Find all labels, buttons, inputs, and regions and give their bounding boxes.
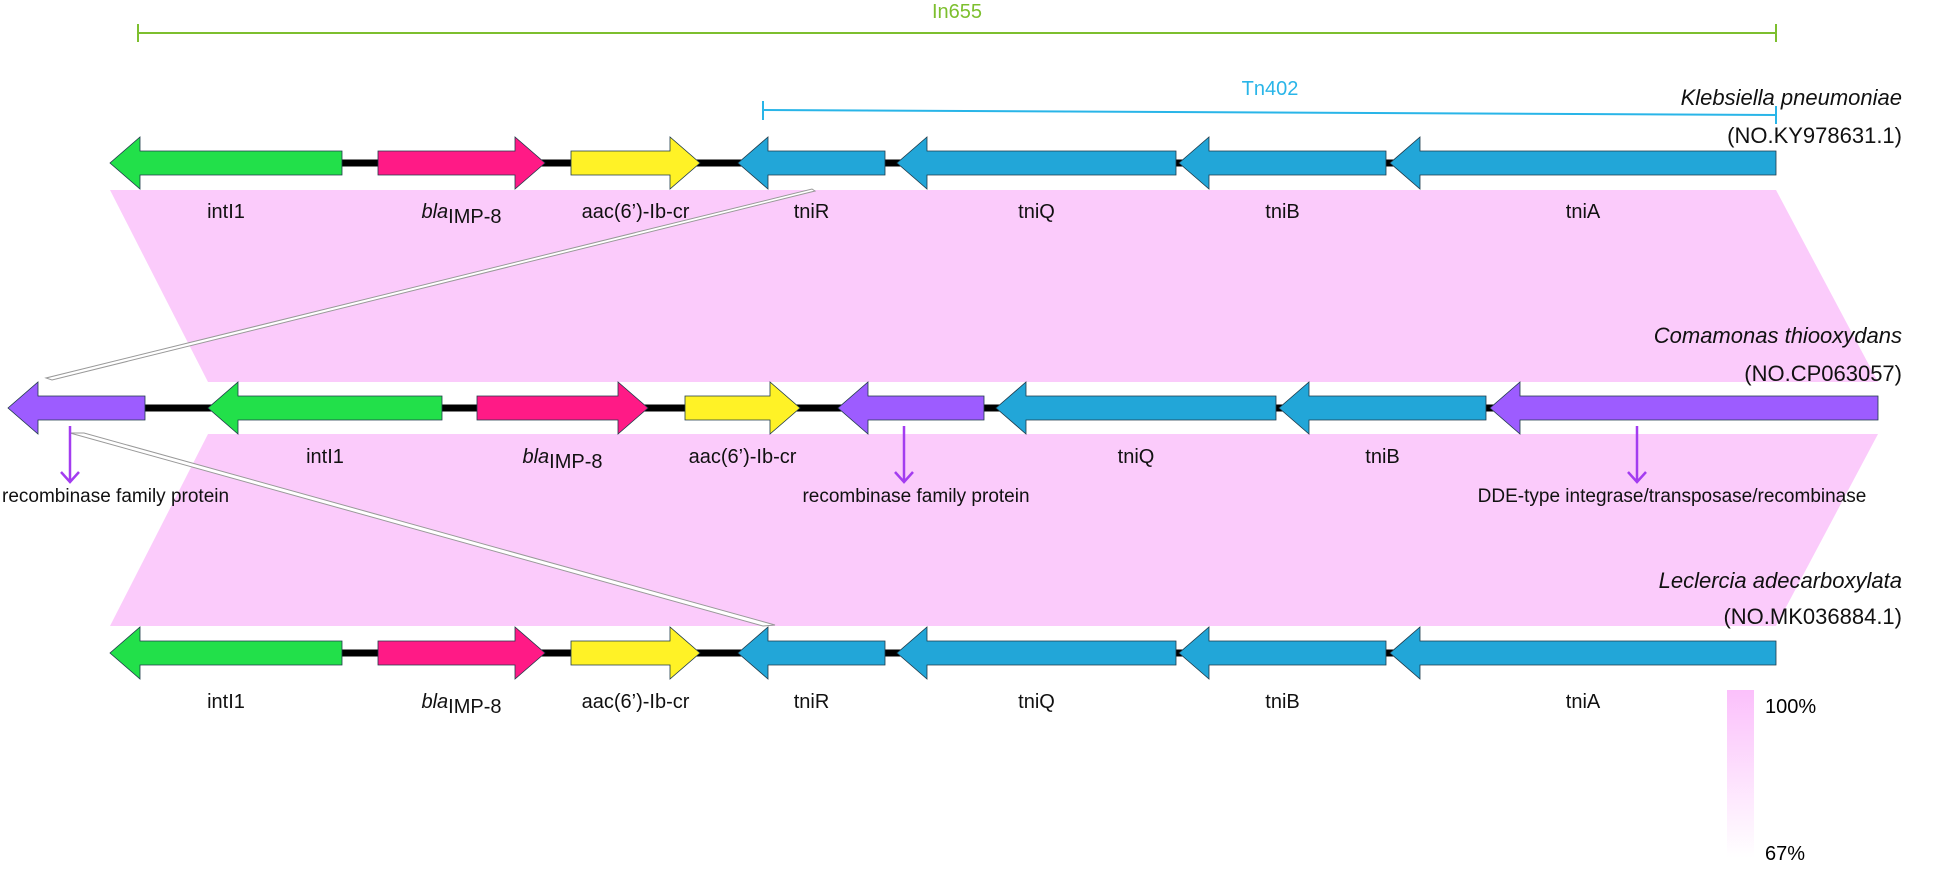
gene-arrow-dde-integrase <box>1489 381 1879 435</box>
gene-arrow-tnia <box>1389 136 1777 190</box>
gene-label: intI1 <box>207 691 245 713</box>
inversion-link-top <box>44 188 817 381</box>
transposon-bracket: Tn402 <box>762 78 1777 124</box>
accession-top: (NO.KY978631.1) <box>1727 123 1902 148</box>
gene-label: aac(6’)-Ib-cr <box>582 691 690 713</box>
gene-label: tniB <box>1365 446 1399 468</box>
gene-arrow-blaimp-8 <box>476 381 649 435</box>
gene-arrow-recombinase-1 <box>7 381 146 435</box>
gene-label: blaIMP-8 <box>421 201 501 228</box>
accession-bottom: (NO.MK036884.1) <box>1723 604 1902 629</box>
gene-arrow-tniq <box>896 626 1177 680</box>
gene-arrow-inti1 <box>109 136 343 190</box>
gene-arrow-tniq <box>995 381 1277 435</box>
annotation-pointer-head <box>1627 471 1647 484</box>
gene-arrow-blaimp-8 <box>377 626 546 680</box>
species-name-bottom: Leclercia adecarboxylata <box>1659 568 1902 593</box>
accession-middle: (NO.CP063057) <box>1744 361 1902 386</box>
track-comamonas: intI1 blaIMP-8 aac(6’)-Ib-cr tniQ tniB <box>7 381 1879 473</box>
identity-legend: 100% 67% <box>1727 690 1816 865</box>
gene-arrow-blaimp-8 <box>377 136 546 190</box>
gene-label: tniR <box>794 201 830 223</box>
gene-label: tniA <box>1566 201 1601 223</box>
track-leclercia: intI1 blaIMP-8 aac(6’)-Ib-cr tniR tniQ tniB tn… <box>109 626 1777 718</box>
transposon-label: Tn402 <box>1242 78 1299 100</box>
gene-label: aac(6’)-Ib-cr <box>689 446 797 468</box>
integron-bracket: In655 <box>137 1 1777 42</box>
gene-arrow-inti1 <box>207 381 443 435</box>
gene-label: tniB <box>1265 201 1299 223</box>
homology-block-top <box>110 190 1878 382</box>
gene-arrow-tniq <box>896 136 1177 190</box>
gene-arrow-aac-6-ib-cr <box>570 626 701 680</box>
gene-arrow-tnia <box>1389 626 1777 680</box>
species-name-middle: Comamonas thiooxydans <box>1654 323 1902 348</box>
gene-label: intI1 <box>207 201 245 223</box>
annotation-pointer-head <box>894 471 914 484</box>
gene-arrow-tnir <box>737 136 886 190</box>
annotation-label: recombinase family protein <box>2 486 229 507</box>
inversion-link-bottom <box>69 432 776 627</box>
homology-block-bottom <box>110 434 1878 626</box>
gene-arrow-inti1 <box>109 626 343 680</box>
annotations: recombinase family protein recombinase fa… <box>2 426 1866 507</box>
gene-arrow-tnir <box>737 626 886 680</box>
gene-arrow-tnib <box>1178 626 1387 680</box>
gene-arrow-tnib <box>1278 381 1487 435</box>
identity-gradient-bar <box>1727 690 1754 858</box>
identity-min-label: 67% <box>1765 843 1805 864</box>
gene-label: tniQ <box>1018 691 1055 713</box>
species-name-top: Klebsiella pneumoniae <box>1681 85 1902 110</box>
gene-label: tniA <box>1566 691 1601 713</box>
annotation-label: DDE-type integrase/transposase/recombina… <box>1478 486 1867 507</box>
gene-label: blaIMP-8 <box>522 446 602 473</box>
gene-label: tniQ <box>1018 201 1055 223</box>
gene-label: aac(6’)-Ib-cr <box>582 201 690 223</box>
gene-arrow-aac-6-ib-cr <box>570 136 701 190</box>
gene-arrow-aac-6-ib-cr <box>684 381 801 435</box>
annotation-pointer-head <box>60 471 80 484</box>
track-klebsiella: intI1 blaIMP-8 aac(6’)-Ib-cr tniR tniQ tniB tn… <box>109 136 1777 228</box>
gene-arrow-recombinase-2 <box>837 381 985 435</box>
gene-tracks: intI1 blaIMP-8 aac(6’)-Ib-cr tniR tniQ tniB tn… <box>7 136 1879 718</box>
identity-max-label: 100% <box>1765 696 1816 718</box>
gene-label: tniB <box>1265 691 1299 713</box>
gene-label: blaIMP-8 <box>421 691 501 718</box>
species-labels: Klebsiella pneumoniae (NO.KY978631.1) Co… <box>1654 85 1902 629</box>
annotation-label: recombinase family protein <box>802 486 1029 507</box>
homology-blocks <box>44 188 1878 627</box>
integron-label: In655 <box>932 1 982 23</box>
gene-label: tniQ <box>1118 446 1155 468</box>
gene-arrow-tnib <box>1178 136 1387 190</box>
gene-label: tniR <box>794 691 830 713</box>
gene-label: intI1 <box>306 446 344 468</box>
